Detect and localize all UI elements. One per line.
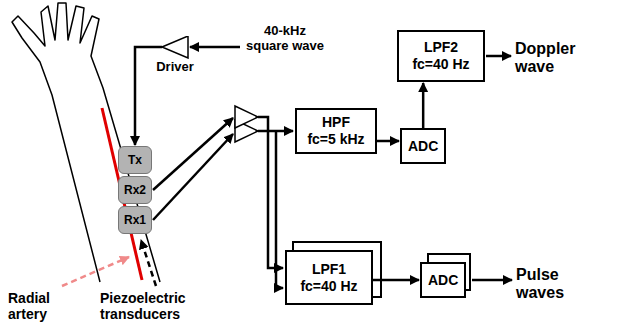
- filter-box: LPF1fc=40 Hz: [285, 250, 373, 305]
- output-wire: [486, 55, 511, 58]
- part-label: Radial artery: [8, 290, 50, 322]
- node-text: LPF1: [312, 261, 346, 278]
- output-label: Pulse waves: [516, 266, 564, 303]
- node-text: Driver: [156, 59, 194, 74]
- filter-box: HPFfc=5 kHz: [295, 108, 377, 154]
- amp-wire: [258, 117, 283, 268]
- signal-connector: [377, 140, 399, 143]
- node-text: HPF: [322, 114, 350, 131]
- filter-box: LPF2fc=40 Hz: [397, 30, 485, 82]
- hand-outline: [12, 3, 160, 282]
- rx1-wire: [153, 134, 233, 220]
- node-text: ADC: [428, 272, 458, 289]
- input-wire: [190, 46, 240, 49]
- output-wire: [472, 279, 512, 282]
- node-text: fc=40 Hz: [412, 56, 469, 73]
- leader-arrow: [141, 240, 156, 286]
- amplifier-symbol: [150, 36, 200, 59]
- adc-box: ADC: [400, 128, 446, 164]
- node-text: Tx: [128, 153, 142, 167]
- part-label: Piezoelectric transducers: [100, 290, 186, 322]
- node-text: ADC: [408, 138, 438, 155]
- transducer: Rx2: [118, 176, 152, 204]
- signal-connector: [373, 279, 419, 282]
- node-text: fc=5 kHz: [307, 131, 364, 148]
- output-label: Doppler wave: [515, 40, 575, 77]
- driver-amplifier: Driver: [150, 36, 200, 74]
- node-text: Rx2: [124, 183, 146, 197]
- node-text: LPF2: [424, 39, 458, 56]
- amp-wire: [276, 131, 283, 288]
- leader-arrow: [62, 257, 129, 286]
- signal-label: 40-kHz square wave: [243, 24, 327, 54]
- amplifier-symbol: [235, 106, 258, 128]
- node-text: Rx1: [124, 213, 146, 227]
- signal-connector: [422, 83, 425, 128]
- amplifier-symbol: [162, 36, 188, 58]
- adc-box: ADC: [420, 262, 466, 298]
- rx2-wire: [153, 118, 233, 190]
- transducer: Rx1: [118, 206, 152, 234]
- transducer: Tx: [118, 146, 152, 174]
- node-text: fc=40 Hz: [300, 278, 357, 295]
